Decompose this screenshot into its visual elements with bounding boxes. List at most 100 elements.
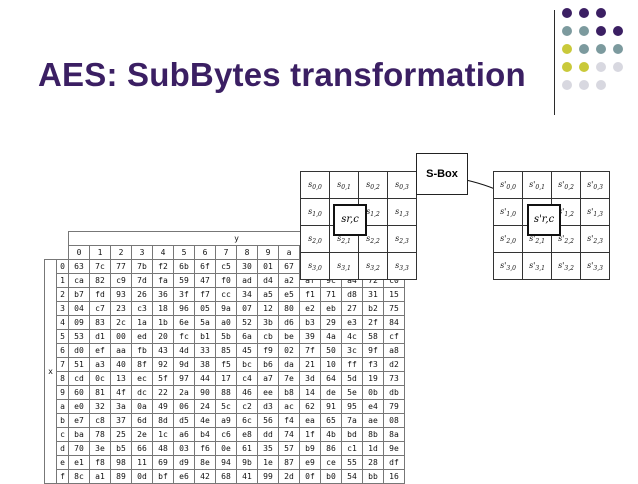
- state-cell-index: 1,2: [370, 210, 380, 218]
- state-cell-symbol: s: [395, 206, 400, 216]
- output-state-cell: s'2,0: [493, 225, 523, 253]
- state-cell-symbol: s: [366, 179, 371, 189]
- state-cell-index: 3,1: [341, 264, 351, 272]
- state-cell-symbol: s': [500, 233, 507, 243]
- output-state-cell: s'3,1: [522, 252, 552, 280]
- decor-dot: [596, 80, 606, 90]
- highlight-input-byte: sr,c: [333, 204, 367, 236]
- state-cell-symbol: s': [500, 206, 507, 216]
- state-cell-symbol: s: [337, 179, 342, 189]
- decor-dot: [613, 26, 623, 36]
- output-state-cell: s'2,3: [580, 225, 610, 253]
- decor-dot: [613, 62, 623, 72]
- state-cell-index: 2,2: [564, 237, 574, 245]
- state-cell-symbol: s: [395, 179, 400, 189]
- state-cell-index: 1,0: [506, 210, 516, 218]
- output-state-cell: s'0,1: [522, 171, 552, 199]
- decor-dot: [562, 26, 572, 36]
- state-cell-index: 2,0: [506, 237, 516, 245]
- output-state-cell: s'3,2: [551, 252, 581, 280]
- state-cell-index: 3,2: [564, 264, 574, 272]
- state-cell-index: 3,3: [593, 264, 603, 272]
- state-cell-symbol: s': [558, 260, 565, 270]
- state-cell-symbol: s: [308, 179, 313, 189]
- input-state-cell: s0,3: [387, 171, 417, 199]
- state-cell-symbol: s': [558, 179, 565, 189]
- state-cell-symbol: s: [337, 233, 342, 243]
- state-cell-index: 3,3: [399, 264, 409, 272]
- state-cell-index: 0,2: [564, 183, 574, 191]
- input-state-cell: s2,0: [300, 225, 330, 253]
- input-state-cell: s0,2: [358, 171, 388, 199]
- state-cell-symbol: s': [529, 233, 536, 243]
- input-state-cell: s3,1: [329, 252, 359, 280]
- input-state-cell: s0,0: [300, 171, 330, 199]
- state-cell-index: 2,3: [593, 237, 603, 245]
- state-cell-index: 3,1: [535, 264, 545, 272]
- decor-dot: [562, 80, 572, 90]
- state-cell-index: 0,0: [312, 183, 322, 191]
- input-state-cell: s3,2: [358, 252, 388, 280]
- state-cell-symbol: s': [558, 233, 565, 243]
- state-cell-index: 1,3: [593, 210, 603, 218]
- state-cell-symbol: s: [308, 233, 313, 243]
- state-cell-index: 2,0: [312, 237, 322, 245]
- state-cell-symbol: s': [529, 179, 536, 189]
- state-cell-index: 0,3: [399, 183, 409, 191]
- decor-dot: [596, 44, 606, 54]
- decor-dot: [579, 26, 589, 36]
- highlight-output-byte: s'r,c: [527, 204, 561, 236]
- state-cell-symbol: s': [558, 206, 565, 216]
- input-state-cell: s3,0: [300, 252, 330, 280]
- decor-dot: [579, 80, 589, 90]
- state-cell-index: 1,0: [312, 210, 322, 218]
- decor-dot: [596, 26, 606, 36]
- highlight-input-label: sr,c: [341, 214, 359, 225]
- input-state-cell: s2,3: [387, 225, 417, 253]
- decor-dot: [613, 44, 623, 54]
- decorative-dot-grid: [562, 8, 634, 104]
- output-state-cell: s'0,0: [493, 171, 523, 199]
- decor-dot: [562, 62, 572, 72]
- state-cell-index: 0,3: [593, 183, 603, 191]
- decor-dot: [579, 44, 589, 54]
- input-state-cell: s3,3: [387, 252, 417, 280]
- title-divider: [554, 10, 555, 115]
- output-state-cell: s'2,2: [551, 225, 581, 253]
- state-cell-index: 3,2: [370, 264, 380, 272]
- state-cell-symbol: s: [395, 233, 400, 243]
- state-cell-symbol: s': [587, 260, 594, 270]
- output-state-cell: s'0,2: [551, 171, 581, 199]
- state-cell-index: 1,3: [399, 210, 409, 218]
- output-state-cell: s'1,0: [493, 198, 523, 226]
- input-state-cell: s0,1: [329, 171, 359, 199]
- slide-title: AES: SubBytes transformation: [38, 56, 526, 93]
- state-cell-index: 0,1: [341, 183, 351, 191]
- state-cell-symbol: s': [529, 260, 536, 270]
- sbox-label: S-Box: [426, 168, 458, 180]
- highlight-output-label: s'r,c: [533, 214, 555, 225]
- state-cell-symbol: s: [366, 260, 371, 270]
- state-cell-symbol: s: [395, 260, 400, 270]
- state-cell-symbol: s: [366, 206, 371, 216]
- sbox-box: S-Box: [416, 153, 468, 195]
- state-cell-index: 2,2: [370, 237, 380, 245]
- state-cell-index: 0,1: [535, 183, 545, 191]
- input-state-cell: s1,3: [387, 198, 417, 226]
- output-state-cell: s'3,3: [580, 252, 610, 280]
- state-cell-symbol: s': [587, 179, 594, 189]
- state-cell-index: 2,1: [341, 237, 351, 245]
- decor-dot: [596, 62, 606, 72]
- state-cell-index: 2,3: [399, 237, 409, 245]
- state-cell-index: 3,0: [312, 264, 322, 272]
- decor-dot: [562, 44, 572, 54]
